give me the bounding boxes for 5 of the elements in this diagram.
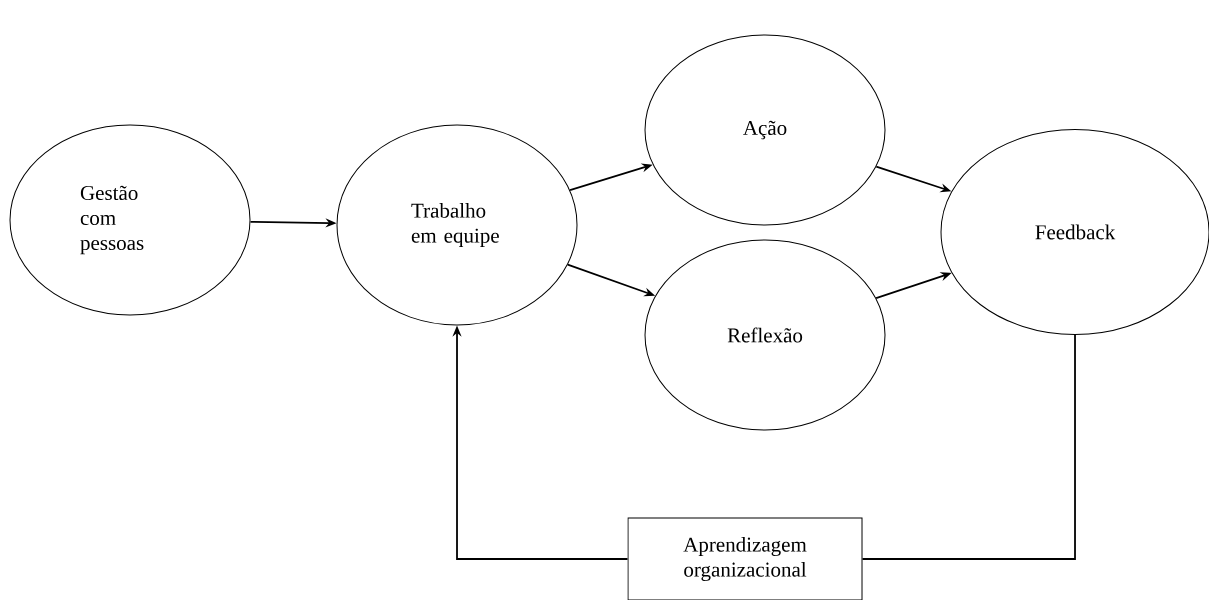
ellipse-node: Reflexão: [644, 239, 886, 431]
process-box: Aprendizagem organizacional: [627, 517, 863, 600]
ellipse-node: Trabalho em equipe: [336, 124, 578, 326]
ellipse-node: Ação: [644, 34, 886, 226]
ellipse-node: Gestão com pessoas: [9, 124, 251, 316]
